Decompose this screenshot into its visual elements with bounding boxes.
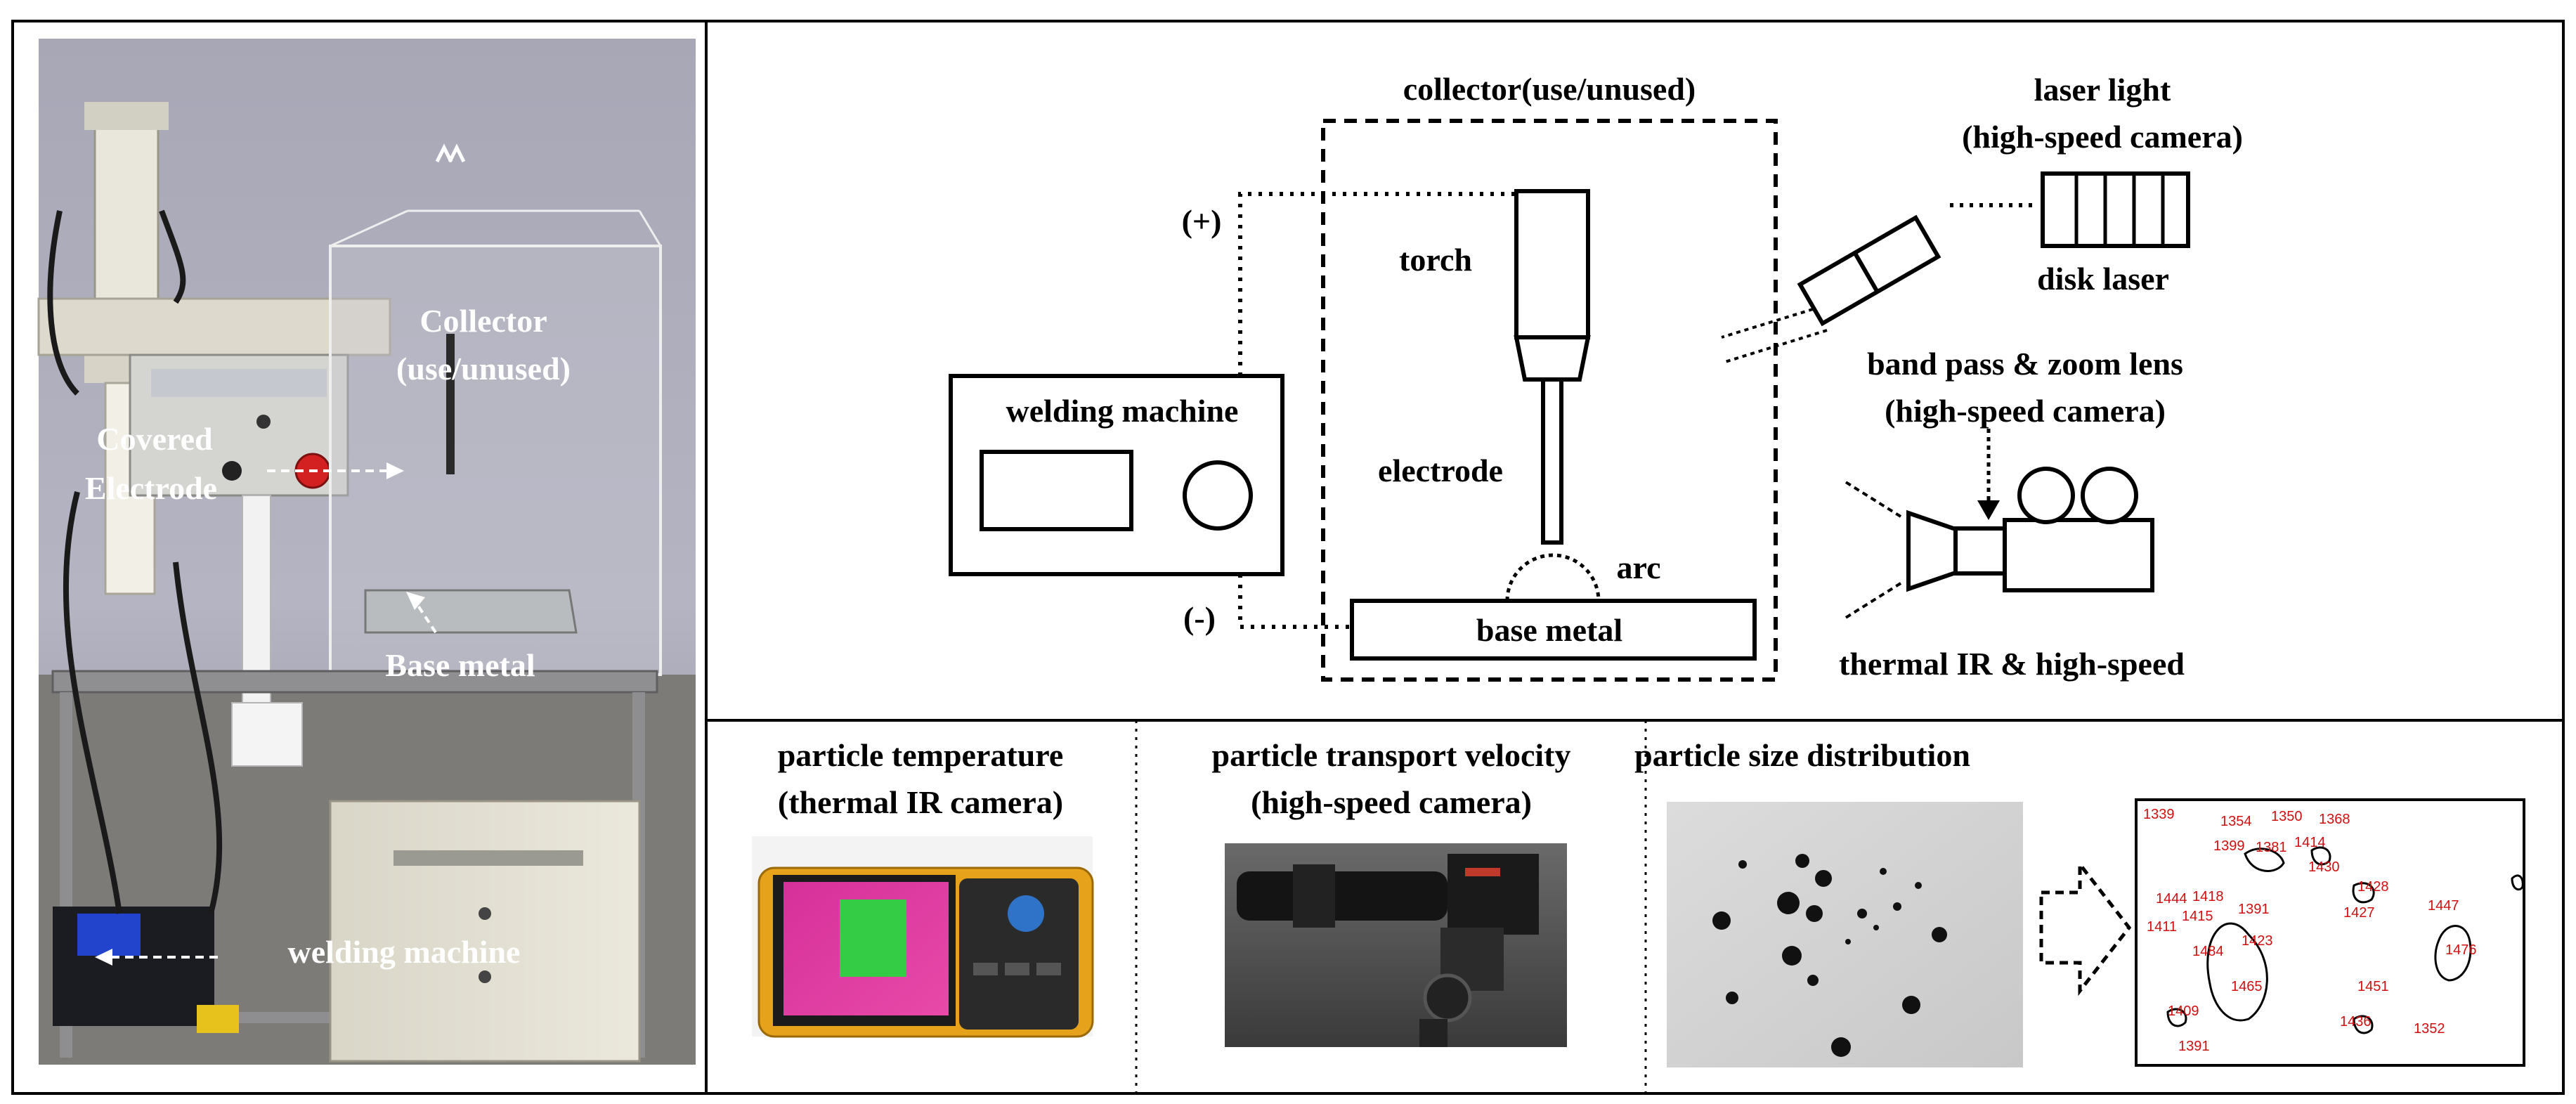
stand-foot	[231, 702, 303, 767]
particle-micrograph	[1667, 802, 2023, 1067]
particle-id-label: 1436	[2340, 1014, 2372, 1030]
experiment-photo: Collector (use/unused) Covered Electrode…	[37, 39, 696, 1065]
particle-id-label: 1418	[2192, 889, 2224, 904]
table-top	[51, 670, 658, 694]
laser-title-sub: (high-speed camera)	[1962, 119, 2243, 155]
velocity-title-sub: (high-speed camera)	[1251, 784, 1532, 820]
particle-id-label: 1415	[2182, 909, 2213, 924]
cabinet-label	[393, 850, 583, 866]
laser-beam-1	[1721, 308, 1814, 339]
photo-label-electrode: Electrode	[85, 470, 217, 506]
band-pass-title-sub: (high-speed camera)	[1885, 393, 2166, 429]
electrode-label: electrode	[1378, 453, 1503, 488]
particle-id-label: 1484	[2192, 944, 2224, 959]
photo-label-base-metal: Base metal	[385, 647, 535, 683]
disk-laser-box	[2041, 171, 2190, 248]
camera-view-1	[1843, 480, 1902, 518]
yellow-clamp	[197, 1005, 239, 1033]
control-box-label-plate	[151, 369, 327, 397]
cable-1	[47, 210, 79, 396]
particle-id-label: 1354	[2220, 814, 2252, 829]
particle-id-label: 1352	[2414, 1021, 2445, 1037]
arc-label: arc	[1616, 550, 1660, 585]
electrode-rod	[1541, 377, 1563, 545]
particle-id-label: 1428	[2357, 879, 2389, 895]
torch-nozzle	[1514, 335, 1591, 382]
camera-view-2	[1843, 582, 1902, 620]
particle-id-label: 1447	[2428, 898, 2459, 914]
particle-id-label: 1423	[2242, 933, 2273, 949]
cabinet-screw-2	[479, 970, 491, 983]
control-knob-1	[256, 415, 271, 429]
velocity-title: particle transport velocity	[1212, 737, 1571, 773]
size-title: particle size distribution	[1634, 737, 1970, 773]
photo-label-collector: Collector	[419, 303, 547, 339]
particle-id-label: 1414	[2294, 835, 2326, 850]
torch-arm-cap	[84, 102, 169, 130]
particle-id-label: 1339	[2143, 807, 2175, 822]
high-speed-camera-photo	[1225, 843, 1567, 1047]
particle-id-labels: 1339 1354 1350 1368 1381 1399 1414 1430 …	[2143, 807, 2477, 1054]
base-metal-box	[1350, 599, 1757, 661]
particle-id-label: 1399	[2213, 838, 2245, 854]
band-pass-title: band pass & zoom lens	[1867, 346, 2183, 382]
setup-schematic: collector(use/unused) welding machine (+…	[949, 71, 2243, 682]
photo-label-collector-sub: (use/unused)	[396, 351, 571, 387]
torch-body	[1514, 189, 1590, 339]
negative-wire	[1238, 574, 1352, 629]
welding-machine-display	[980, 450, 1133, 531]
cable-4	[173, 561, 223, 915]
cable-3	[63, 491, 122, 914]
particle-id-label: 1430	[2308, 859, 2340, 875]
laser-beam-2	[1724, 329, 1828, 363]
welding-machine-cabinet	[329, 800, 641, 1063]
photo-label-covered: Covered	[96, 421, 213, 457]
particle-id-label: 1427	[2343, 905, 2375, 921]
particle-id-label: 1476	[2445, 942, 2477, 958]
cable-2	[159, 209, 186, 304]
collector-title: collector(use/unused)	[1403, 71, 1696, 107]
disk-laser-label: disk laser	[2037, 261, 2169, 297]
positive-wire	[1238, 192, 1516, 376]
photo-label-welding-machine: welding machine	[288, 934, 521, 970]
positive-label: (+)	[1182, 203, 1222, 239]
control-knob-2	[222, 461, 242, 481]
arc-shape	[1505, 553, 1601, 602]
particle-id-label: 1381	[2256, 840, 2287, 855]
thermal-ir-camera-photo	[752, 836, 1094, 1038]
base-metal-plate	[364, 589, 578, 634]
particle-id-label: 1350	[2271, 809, 2303, 824]
particle-id-label: 1409	[2168, 1004, 2199, 1019]
camera-icon	[1906, 467, 2154, 592]
welding-machine-label: welding machine	[1006, 393, 1239, 429]
particle-id-label: 1465	[2231, 979, 2263, 994]
arrow-base-metal	[417, 604, 437, 634]
particle-id-label: 1368	[2319, 812, 2350, 827]
blue-connector	[77, 914, 141, 956]
base-metal-label: base metal	[1476, 612, 1622, 648]
temp-title: particle temperature	[778, 737, 1064, 773]
particle-id-label: 1391	[2178, 1039, 2210, 1054]
particle-id-label: 1444	[2156, 891, 2187, 907]
welding-machine-knob	[1183, 460, 1253, 531]
particle-analysis-image: 1339 1354 1350 1368 1381 1399 1414 1430 …	[2135, 798, 2525, 1067]
particle-id-label: 1451	[2357, 979, 2389, 994]
temp-title-sub: (thermal IR camera)	[778, 784, 1063, 820]
negative-label: (-)	[1183, 600, 1216, 636]
particle-id-label: 1411	[2147, 919, 2177, 935]
cabinet-screw-1	[479, 907, 491, 920]
particle-id-label: 1391	[2238, 902, 2270, 917]
thermal-label: thermal IR & high-speed	[1839, 646, 2185, 682]
laser-title: laser light	[2034, 72, 2171, 108]
laser-head	[1797, 214, 1941, 327]
electrode-in-photo	[446, 334, 455, 474]
bottom-panels: particle temperature (thermal IR camera)…	[752, 737, 2525, 1067]
torch-label: torch	[1399, 242, 1472, 278]
dashed-arrow	[2039, 859, 2132, 996]
